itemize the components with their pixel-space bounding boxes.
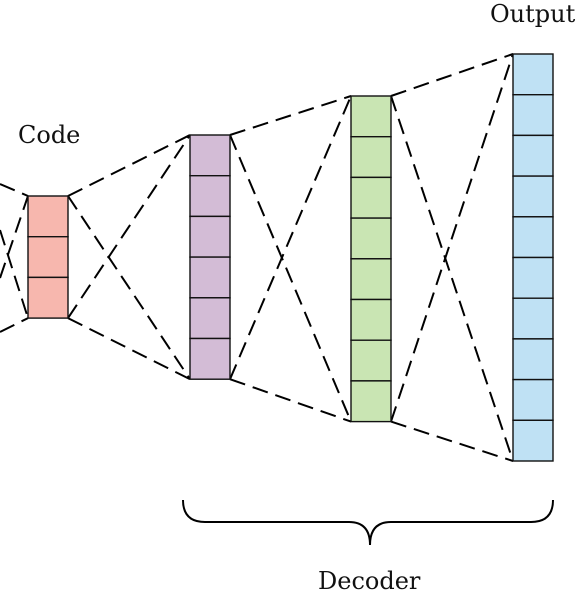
decoder-brace: [182, 499, 554, 546]
connection-line: [229, 378, 352, 423]
layer-code: [27, 195, 69, 319]
layer-hidden-1-cell: [189, 297, 231, 340]
layer-output-cell: [512, 216, 554, 259]
layer-output: [512, 53, 554, 462]
encoder-link-line: [0, 229, 29, 319]
connection-line: [67, 134, 191, 319]
connection-line: [390, 420, 514, 462]
connection-line: [229, 95, 352, 136]
layer-hidden-2-cell: [350, 135, 392, 179]
layer-output-cell: [512, 378, 554, 422]
layer-hidden-2-cell: [350, 258, 392, 301]
layer-hidden-2: [350, 95, 392, 423]
layer-hidden-2-cell: [350, 217, 392, 260]
layer-code-cell: [27, 276, 69, 319]
connection-line: [67, 195, 191, 380]
connection-line: [229, 95, 352, 380]
encoder-link-line: [0, 195, 29, 279]
layer-output-cell: [512, 297, 554, 340]
layer-hidden-1-cell: [189, 174, 231, 218]
connection-line: [229, 134, 352, 422]
connection-line: [390, 53, 514, 422]
layer-hidden-2-cell: [350, 298, 392, 341]
layer-code-cell: [27, 235, 69, 279]
layer-output-cell: [512, 256, 554, 299]
layer-hidden-2-cell: [350, 380, 392, 423]
layer-hidden-2-cell: [350, 339, 392, 382]
encoder-link-line: [0, 317, 29, 333]
connection-line: [390, 53, 514, 97]
layer-hidden-1-cell: [189, 134, 231, 177]
decoder-label: Decoder: [318, 567, 421, 595]
layer-output-cell: [512, 175, 554, 218]
output-label: Output: [490, 0, 576, 28]
connection-line: [390, 95, 514, 462]
layer-output-cell: [512, 419, 554, 462]
layer-output-cell: [512, 53, 554, 96]
connection-line: [67, 317, 191, 381]
layer-hidden-1-cell: [189, 337, 231, 380]
layer-hidden-1: [189, 134, 231, 380]
code-label: Code: [18, 121, 80, 149]
layer-hidden-2-cell: [350, 176, 392, 219]
connection-line: [67, 134, 191, 197]
layer-hidden-1-cell: [189, 256, 231, 299]
layer-hidden-1-cell: [189, 215, 231, 258]
layer-output-cell: [512, 338, 554, 381]
layer-hidden-2-cell: [350, 95, 392, 138]
encoder-link-line: [0, 183, 29, 197]
connection-lines: [0, 53, 514, 462]
layer-stacks: [27, 53, 554, 462]
layer-output-cell: [512, 134, 554, 177]
layer-code-cell: [27, 195, 69, 238]
layer-output-cell: [512, 93, 554, 137]
